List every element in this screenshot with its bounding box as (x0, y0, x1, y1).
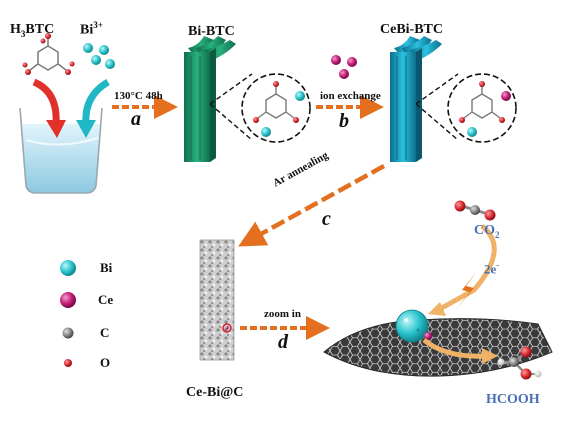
co2-label-prefix: CO (474, 223, 495, 238)
legend-o-label: O (100, 355, 111, 370)
cebi-btc-label: CeBi-BTC (380, 22, 443, 37)
co2-to-catalyst-arrow (436, 224, 497, 313)
ce-dopant (424, 332, 432, 340)
bi-btc-zoom-molecule (253, 81, 305, 137)
step-a-letter: a (131, 108, 141, 130)
hcooh-label: HCOOH (486, 392, 540, 407)
h3btc-label-suffix: BTC (25, 22, 55, 37)
product-release-arrow-head (482, 348, 498, 364)
bi-ion-cluster (83, 43, 115, 69)
bi3-label: Bi3+ (80, 20, 103, 39)
bi-btc-label: Bi-BTC (188, 24, 235, 39)
teal-curved-arrow (76, 78, 110, 138)
co2-label: CO2 (474, 223, 500, 240)
cebi-btc-zoom-molecule (459, 81, 511, 137)
electron-label-prefix: 2e (484, 261, 497, 277)
co2-label-sub: 2 (495, 229, 500, 240)
h3btc-label-prefix: H (10, 22, 21, 37)
cebi-btc-zoom-guide-bottom (415, 103, 459, 141)
arrow-c (238, 164, 386, 247)
lightning-icon (454, 270, 478, 312)
legend-c-label: C (100, 325, 110, 340)
bi3-label-sup: 3+ (93, 20, 103, 30)
co2-molecule (454, 200, 496, 221)
h3btc-label-sub: 3 (20, 28, 26, 39)
legend-bi-atom (60, 260, 76, 276)
step-c-letter: c (322, 208, 331, 230)
legend-ce-label: Ce (98, 292, 114, 307)
product-release-arrow (422, 338, 487, 359)
ce-bi-c-label: Ce-Bi@C (186, 385, 244, 400)
bi3-label-prefix: Bi (80, 22, 94, 38)
bi-btc-zoom-guide-bottom (209, 103, 253, 141)
electron-label: 2e- (484, 260, 499, 277)
bi-btc-zoom-circle (241, 73, 311, 143)
step-d-condition: zoom in (264, 308, 301, 320)
cebi-btc-zoom-circle (447, 73, 517, 143)
step-b-condition: ion exchange (320, 90, 381, 102)
hcooh-molecule (497, 346, 542, 380)
electron-label-sup: - (496, 260, 500, 270)
legend-c-atom (62, 327, 74, 339)
h3btc-molecule (22, 33, 75, 75)
h3btc-label: H3BTC (10, 22, 54, 39)
bi-btc-fibers (184, 36, 236, 162)
step-a-condition: 130°C 48h (114, 90, 163, 102)
legend-bi-label: Bi (100, 260, 113, 275)
red-curved-arrow (32, 78, 66, 138)
ce-ion-cluster (331, 55, 357, 79)
beaker (19, 107, 103, 194)
co2-to-catalyst-arrow-head (428, 302, 446, 316)
step-d-letter: d (278, 331, 288, 353)
legend-o-atom (64, 359, 72, 367)
cebi-btc-zoom-guide-top (415, 73, 459, 105)
cebi-btc-fibers (390, 36, 442, 162)
legend-ce-atom (60, 292, 76, 308)
step-b-letter: b (339, 110, 349, 132)
bi-btc-zoom-guide-top (209, 73, 253, 105)
ce-bi-c-rod (199, 239, 235, 361)
bi-nanoparticle (395, 309, 429, 343)
